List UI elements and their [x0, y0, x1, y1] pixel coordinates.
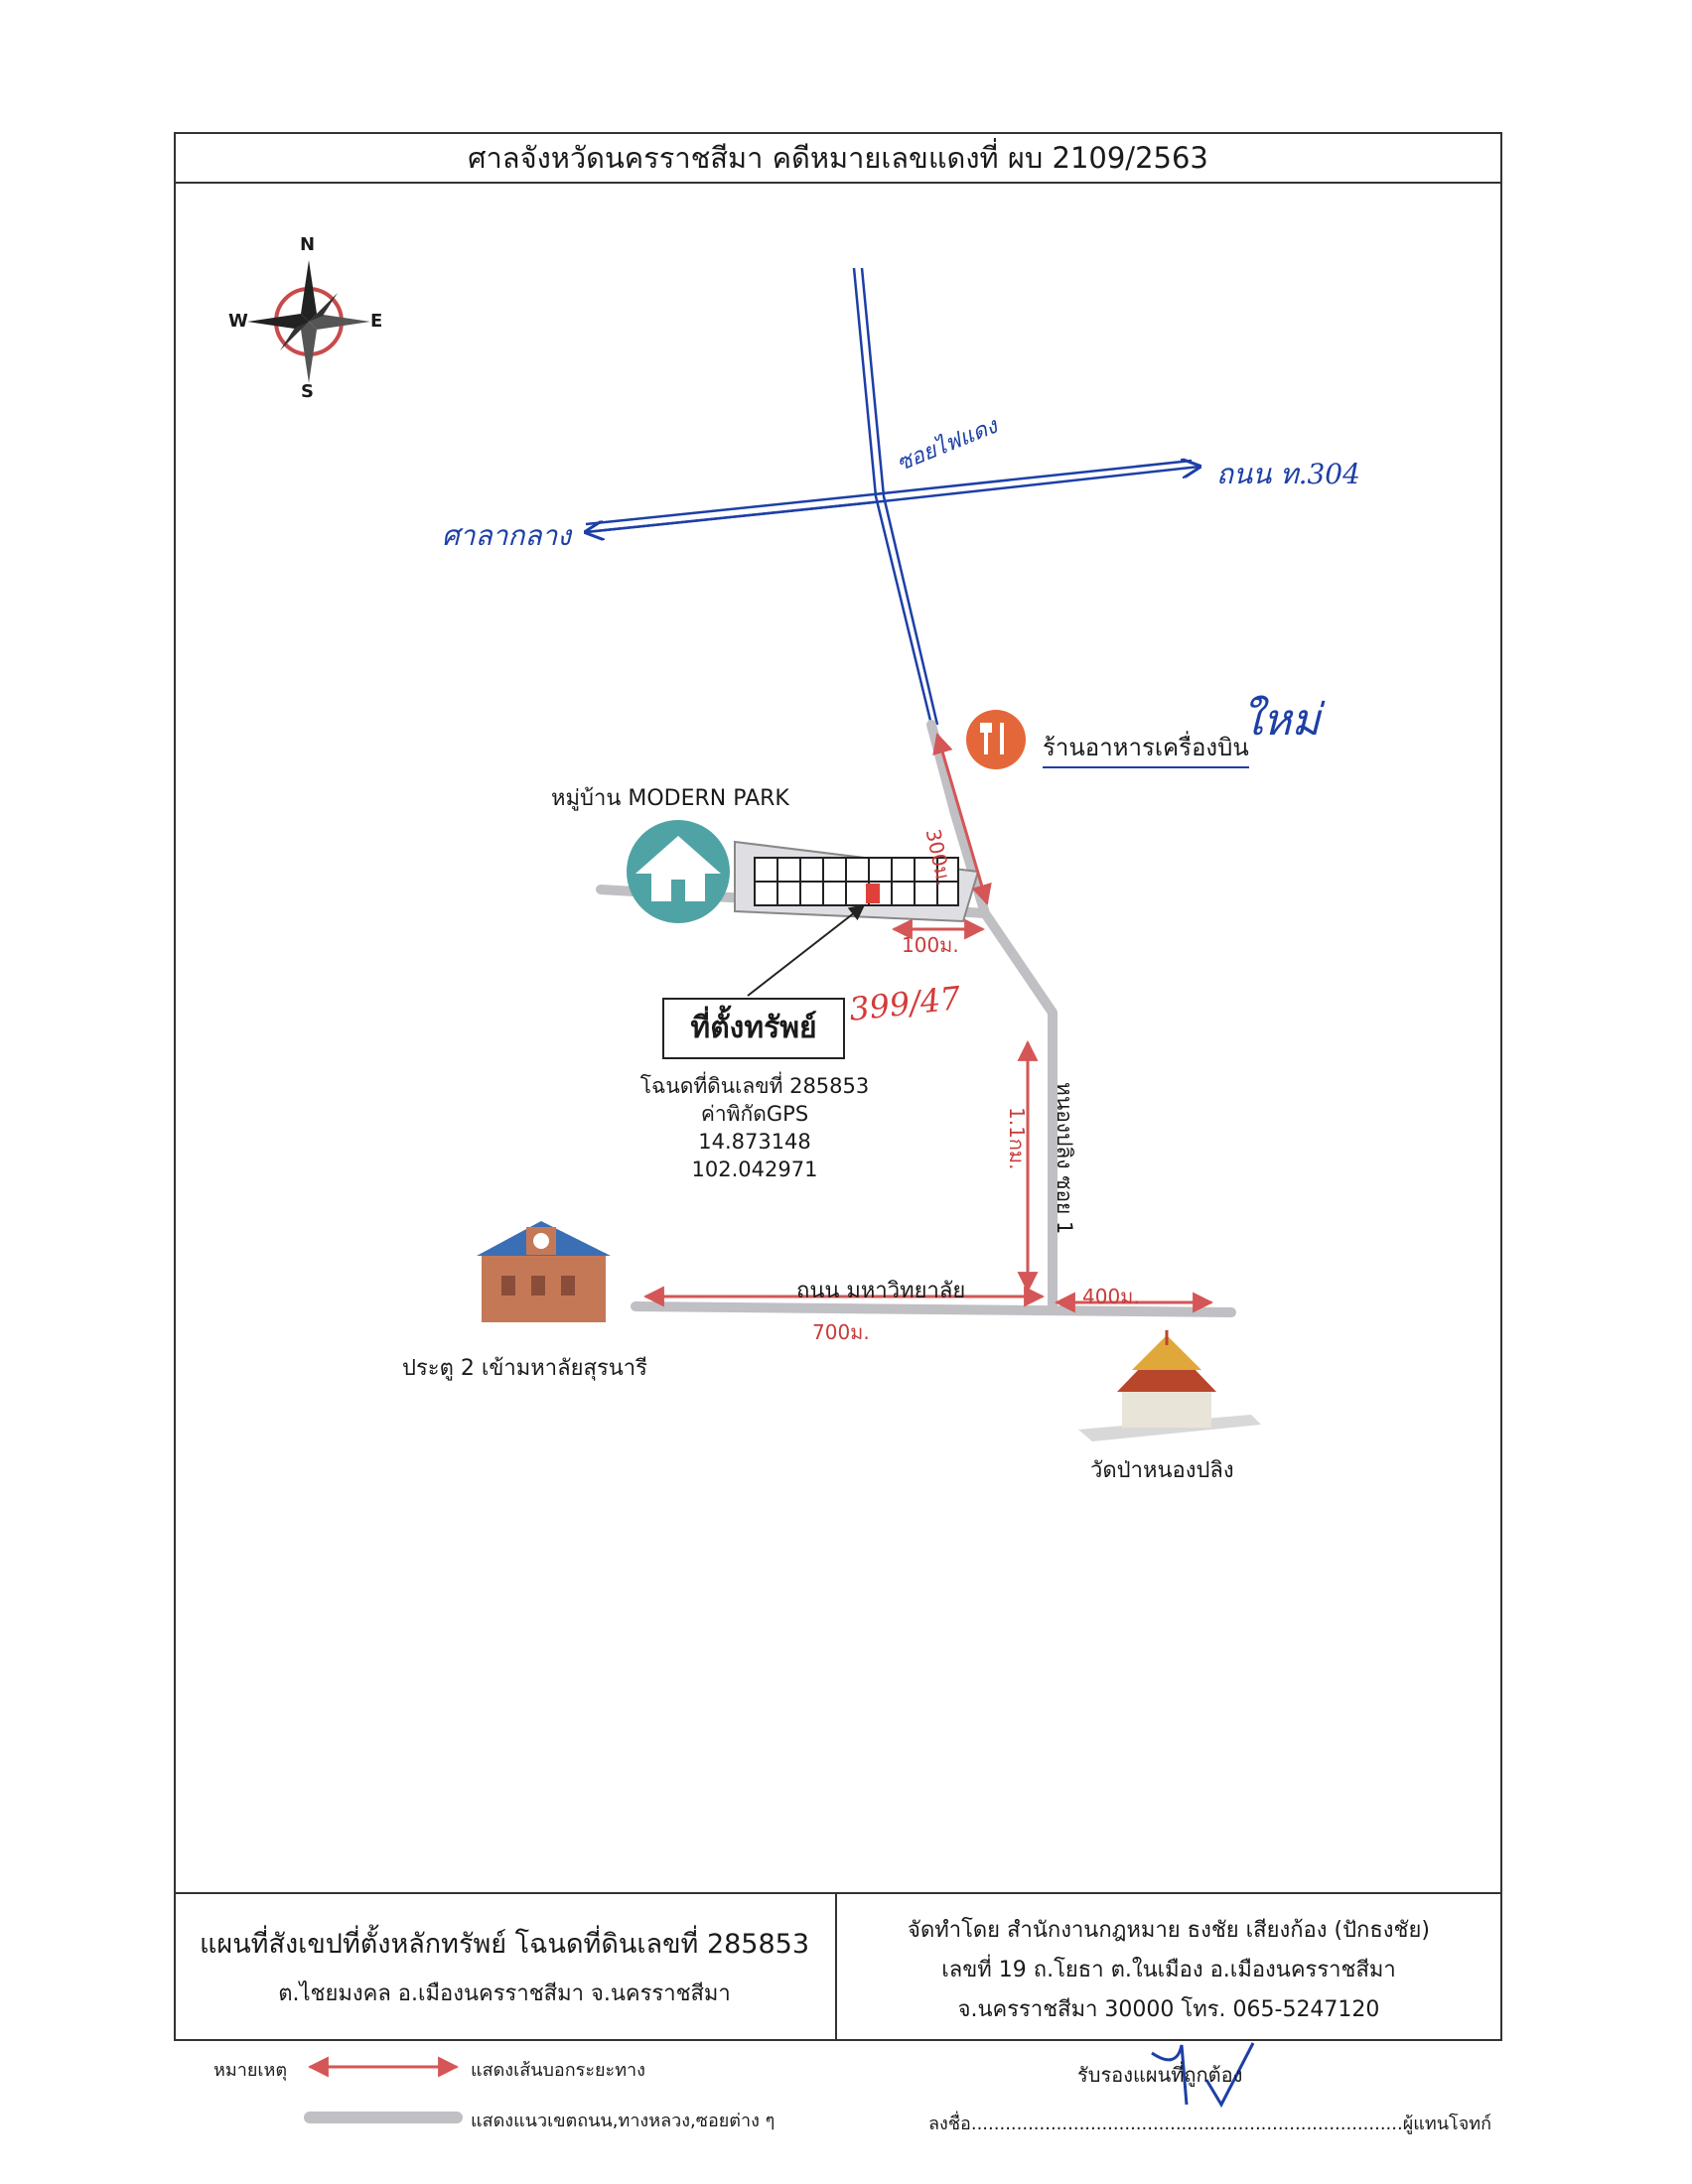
- map-frame: [174, 132, 1502, 2041]
- main-road-label: ถนน มหาวิทยาลัย: [796, 1279, 966, 1303]
- compass-rose-icon: [247, 260, 370, 383]
- footer-address: เลขที่ 19 ถ.โยธา ต.ในเมือง อ.เมืองนครราช…: [941, 1958, 1396, 1982]
- temple-label: วัดป่าหนองปลิง: [1090, 1458, 1234, 1483]
- footer-prepared-by: จัดทำโดย สำนักงานกฎหมาย ธงชัย เสียงก้อง …: [908, 1918, 1430, 1943]
- sign-dots: ........................................…: [970, 2114, 1403, 2134]
- gps-lat: 14.873148: [698, 1130, 811, 1154]
- distance-100m: 100ม.: [902, 933, 959, 957]
- school-building-icon: [477, 1221, 611, 1322]
- gps-label: ค่าพิกัดGPS: [700, 1102, 809, 1126]
- handwritten-restaurant-suffix: ใหม่: [1241, 695, 1321, 746]
- soi-label: หนองปลิง ซอย 1: [1053, 1082, 1076, 1235]
- sign-label: ลงชื่อ: [928, 2114, 971, 2134]
- legend-arrow-desc: แสดงเส้นบอกระยะทาง: [471, 2060, 645, 2081]
- compass-w: W: [228, 311, 248, 332]
- house-icon: [627, 820, 730, 923]
- footer-divider: [835, 1894, 837, 2041]
- temple-icon: [1078, 1330, 1261, 1441]
- gps-lon: 102.042971: [691, 1158, 818, 1181]
- compass-n: N: [300, 234, 316, 255]
- village-label: หมู่บ้าน MODERN PARK: [551, 786, 789, 811]
- sign-role: ผู้แทนโจทก์: [1402, 2114, 1492, 2134]
- distance-arrows: [642, 732, 1214, 1313]
- distance-1-1km: 1.1กม.: [1005, 1107, 1029, 1170]
- handwritten-to-left: ศาลากลาง: [442, 519, 571, 552]
- handdrawn-roads: [586, 267, 1199, 726]
- signature-scribble: [1151, 2042, 1255, 2109]
- signature-line: ลงชื่อ..................................…: [928, 2109, 1491, 2137]
- page-title: ศาลจังหวัดนครราชสีมา คดีหมายเลขแดงที่ ผบ…: [174, 132, 1502, 184]
- compass-s: S: [301, 381, 314, 402]
- footer-box: แผนที่สังเขปที่ตั้งหลักทรัพย์ โฉนดที่ดิน…: [174, 1892, 1502, 2041]
- footer-map-title: แผนที่สังเขปที่ตั้งหลักทรัพย์ โฉนดที่ดิน…: [199, 1929, 810, 1960]
- distance-700m: 700ม.: [812, 1320, 870, 1344]
- property-pointer: [747, 904, 866, 997]
- legend-road-desc: แสดงแนวเขตถนน,ทางหลวง,ซอยต่าง ๆ: [471, 2111, 776, 2131]
- certify-label: รับรองแผนที่ถูกต้อง: [1077, 2063, 1243, 2087]
- footer-location: ต.ไชยมงคล อ.เมืองนครราชสีมา จ.นครราชสีมา: [278, 1981, 731, 2006]
- footer-contact: จ.นครราชสีมา 30000 โทร. 065-5247120: [957, 1997, 1380, 2022]
- legend-title: หมายเหตุ: [213, 2060, 288, 2081]
- deed-number: โฉนดที่ดินเลขที่ 285853: [639, 1074, 870, 1098]
- property-details: โฉนดที่ดินเลขที่ 285853 ค่าพิกัดGPS 14.8…: [596, 1072, 914, 1183]
- property-label-box: ที่ตั้งทรัพย์: [662, 998, 845, 1059]
- restaurant-label: ร้านอาหารเครื่องบิน: [1043, 728, 1249, 768]
- handwritten-to-right: ถนน ท.304: [1216, 458, 1360, 490]
- compass-e: E: [370, 311, 383, 332]
- restaurant-icon: [966, 710, 1026, 769]
- school-gate-label: ประตู 2 เข้ามหาลัยสุรนารี: [402, 1356, 647, 1381]
- property-marker: [866, 884, 880, 903]
- distance-400m: 400ม.: [1082, 1285, 1140, 1308]
